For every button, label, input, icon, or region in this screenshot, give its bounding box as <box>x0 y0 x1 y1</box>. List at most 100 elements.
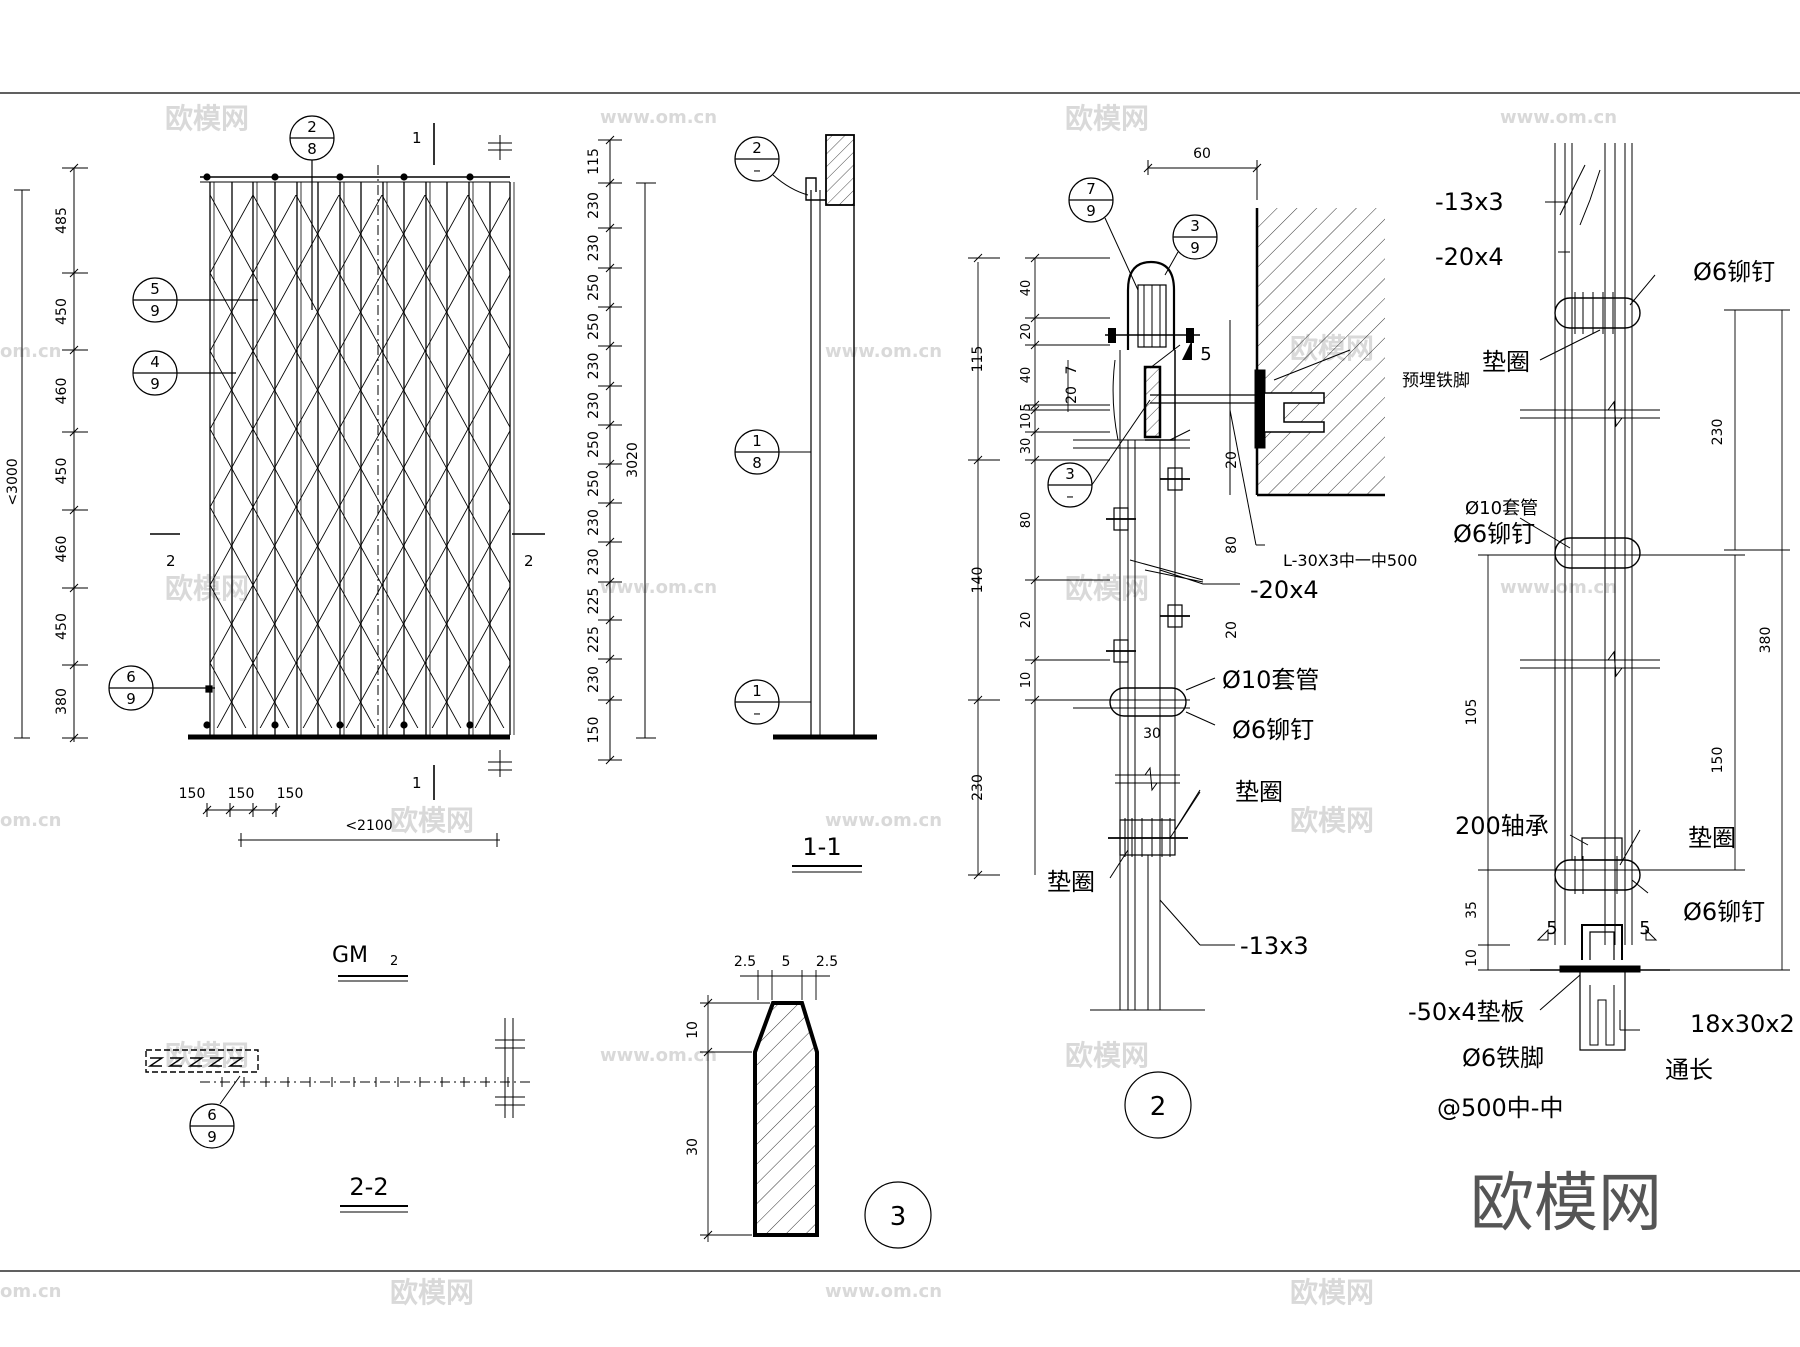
svg-text:垫圈: 垫圈 <box>1482 348 1530 376</box>
svg-text:2-2: 2-2 <box>349 1173 388 1201</box>
svg-text:20: 20 <box>1064 386 1080 404</box>
floor-pivot <box>400 721 408 729</box>
svg-text:通长: 通长 <box>1665 1056 1713 1084</box>
svg-text:欧模网: 欧模网 <box>165 1039 249 1072</box>
svg-text:5: 5 <box>150 280 160 298</box>
detail-2-inner-dim: 20 <box>1019 323 1034 340</box>
right-dim-value: 230 <box>586 549 602 576</box>
detail-2-dimension-lines <box>968 253 1110 880</box>
section-1-1 <box>734 134 877 740</box>
right-dim-value: 250 <box>586 470 602 497</box>
svg-text:2: 2 <box>752 139 762 157</box>
right-dim-value: 225 <box>586 626 602 653</box>
svg-text:欧模网: 欧模网 <box>1290 1276 1374 1309</box>
dim-tick <box>605 577 615 587</box>
right-dim-values: 1152302302502502302302502502302302252252… <box>586 148 602 743</box>
svg-text:Ø6铁脚: Ø6铁脚 <box>1462 1044 1544 1072</box>
dim-tick <box>973 695 983 705</box>
svg-text:欧模网: 欧模网 <box>1065 1039 1149 1072</box>
section-2-2 <box>145 1018 530 1149</box>
svg-text:www.om.cn: www.om.cn <box>1500 107 1617 128</box>
floor-pivot <box>466 721 474 729</box>
left-dim-value: 460 <box>54 536 70 563</box>
left-dim-value: 450 <box>54 458 70 485</box>
svg-text:1: 1 <box>412 129 422 147</box>
detail-2-inner-dim: 80 <box>1019 512 1034 529</box>
right-dimension-chain <box>598 135 656 765</box>
section-1-1-bubble-text: 2 – 1 8 1 – <box>752 139 762 722</box>
left-dim-value: 450 <box>54 298 70 325</box>
dim-tick <box>605 459 615 469</box>
svg-text:欧模网: 欧模网 <box>390 1276 474 1309</box>
dim-tick <box>69 733 79 743</box>
detail-2-inner-dim: 20 <box>1019 612 1034 629</box>
sheet-frame <box>0 92 1800 1272</box>
svg-text:2: 2 <box>524 552 534 570</box>
dim-tick <box>605 654 615 664</box>
svg-text:150: 150 <box>228 786 255 802</box>
rail-pivot <box>400 173 408 181</box>
elevation-gm2 <box>150 123 545 800</box>
svg-text:150: 150 <box>179 786 206 802</box>
dim-tick <box>605 302 615 312</box>
dim-tick <box>605 263 615 273</box>
svg-text:2.5: 2.5 <box>816 954 838 970</box>
dim-tick <box>69 583 79 593</box>
right-dim-value: 230 <box>586 666 602 693</box>
svg-text:GM: GM <box>332 943 368 968</box>
right-dim-value: 225 <box>586 588 602 615</box>
svg-text:垫圈: 垫圈 <box>1235 778 1283 806</box>
svg-text:www.om.cn: www.om.cn <box>1500 577 1617 598</box>
svg-text:150: 150 <box>277 786 304 802</box>
svg-text:2: 2 <box>307 118 317 136</box>
dim-tick <box>1030 695 1040 705</box>
svg-text:om.cn: om.cn <box>0 810 61 831</box>
rail-pivots <box>203 173 474 729</box>
svg-text:2: 2 <box>166 552 176 570</box>
svg-text:35: 35 <box>1464 901 1480 919</box>
svg-text:200轴承: 200轴承 <box>1455 812 1549 840</box>
dim-tick <box>605 341 615 351</box>
svg-text:-20x4: -20x4 <box>1250 576 1319 604</box>
dim-tick <box>1030 405 1040 415</box>
elevation-callout-bubbles <box>108 115 335 711</box>
right-dim-value: 250 <box>586 274 602 301</box>
svg-text:9: 9 <box>1086 202 1096 220</box>
svg-text:Ø6铆钉: Ø6铆钉 <box>1453 520 1535 548</box>
svg-text:7: 7 <box>1064 366 1080 375</box>
detail-2-outer-dim: 140 <box>970 567 986 594</box>
svg-text:Ø6铆钉: Ø6铆钉 <box>1683 898 1765 926</box>
detail-2-inner-dim: 10 <box>1019 672 1034 689</box>
detail-2-label: 2 <box>1150 1092 1167 1122</box>
detail-2-bubble-text: 7 9 3 9 3 – 2 <box>1065 180 1200 1122</box>
detail-2-inner-dim: 40 <box>1019 367 1034 384</box>
dim-tick <box>1030 455 1040 465</box>
svg-text:3: 3 <box>1190 217 1200 235</box>
detail-2-inner-dim: 30 <box>1019 438 1034 455</box>
svg-text:Ø6铆钉: Ø6铆钉 <box>1232 716 1314 744</box>
svg-text:5: 5 <box>1200 344 1211 365</box>
svg-text:6: 6 <box>207 1106 217 1124</box>
right-dim-value: 230 <box>586 235 602 262</box>
dim-tick <box>1030 655 1040 665</box>
svg-text:@500中-中: @500中-中 <box>1437 1094 1563 1122</box>
rail-pivot <box>271 173 279 181</box>
dim-tick <box>605 223 615 233</box>
svg-text:www.om.cn: www.om.cn <box>825 810 942 831</box>
elevation-overall-height: <3000 <box>5 458 21 505</box>
svg-text:8: 8 <box>307 140 317 158</box>
svg-text:www.om.cn: www.om.cn <box>600 1045 717 1066</box>
rail-pivot <box>203 173 211 181</box>
dim-tick <box>605 178 615 188</box>
dim-tick <box>605 695 615 705</box>
svg-text:5: 5 <box>1639 918 1650 939</box>
svg-text:2.5: 2.5 <box>734 954 756 970</box>
svg-text:www.om.cn: www.om.cn <box>600 107 717 128</box>
svg-text:<2100: <2100 <box>345 818 392 834</box>
dim-tick <box>69 163 79 173</box>
dim-tick <box>605 420 615 430</box>
floor-pivot <box>271 721 279 729</box>
left-dim-value: 380 <box>54 688 70 715</box>
dim-tick <box>605 135 615 145</box>
